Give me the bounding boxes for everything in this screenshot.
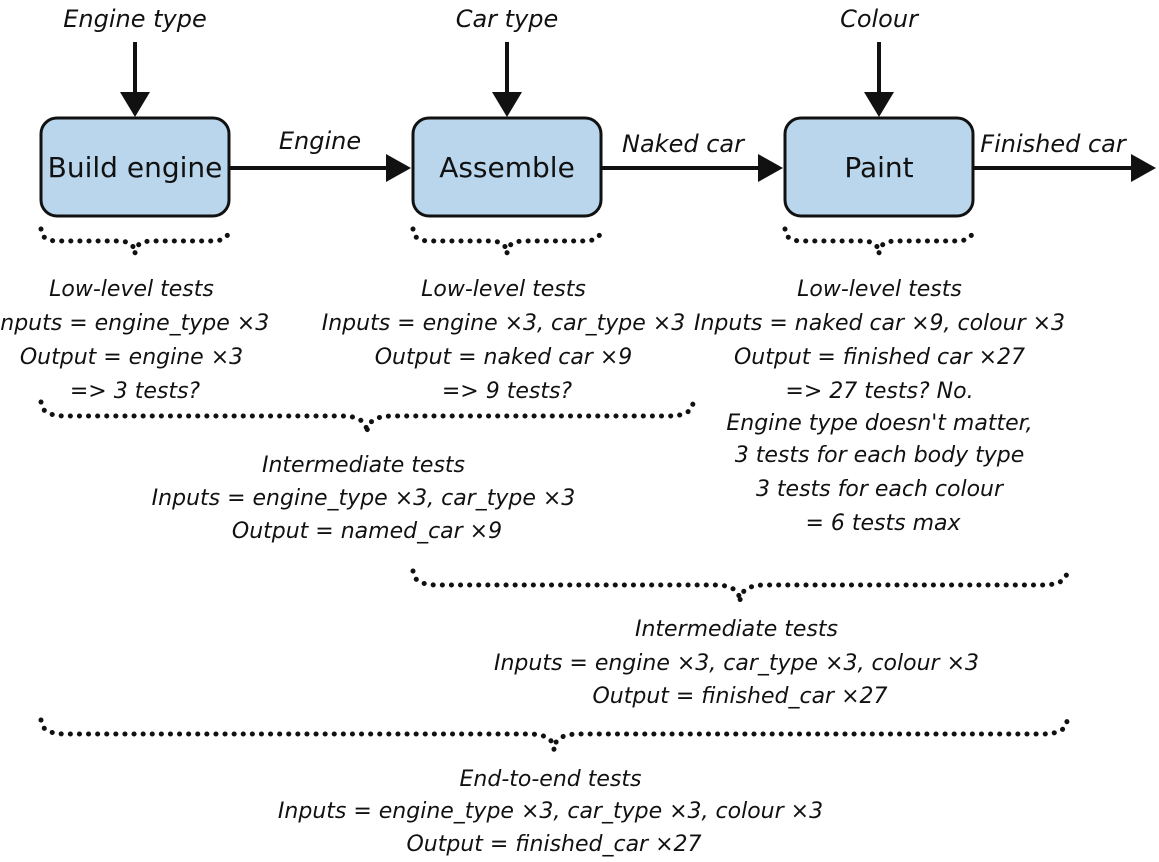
process-label-build-engine: Build engine	[48, 151, 223, 184]
flow-label-finished-car: Finished car	[980, 130, 1128, 158]
brace-intermediate-2	[410, 568, 1070, 603]
brace-low-level-paint	[782, 226, 976, 255]
brace-low-level-build	[38, 226, 232, 255]
low-level-tests-paint: Low-level tests Inputs = naked car ×9, c…	[694, 277, 1072, 536]
input-label-car-type: Car type	[456, 5, 559, 33]
process-label-assemble: Assemble	[439, 151, 575, 184]
flow-label-engine: Engine	[279, 127, 361, 155]
flow-arrow-engine	[229, 154, 411, 182]
process-box-paint: Paint	[783, 116, 975, 218]
intermediate-tests-build-assemble: Intermediate tests Inputs = engine_type …	[152, 453, 583, 544]
low-level-tests-assemble: Low-level tests Inputs = engine ×3, car_…	[322, 277, 692, 404]
flow-arrow-naked-car	[601, 154, 783, 182]
input-label-engine-type: Engine type	[63, 5, 207, 33]
flow-label-naked-car: Naked car	[622, 130, 746, 158]
brace-end-to-end	[38, 717, 1070, 751]
end-to-end-tests: End-to-end tests Inputs = engine_type ×3…	[278, 767, 830, 857]
flow-arrow-finished-car	[973, 154, 1156, 182]
input-label-colour: Colour	[840, 5, 920, 33]
input-arrow-car-type	[492, 42, 522, 117]
input-arrow-engine-type	[120, 42, 150, 117]
process-label-paint: Paint	[844, 151, 913, 184]
intermediate-tests-assemble-paint: Intermediate tests Inputs = engine ×3, c…	[494, 617, 986, 709]
low-level-tests-build-engine: Low-level tests Inputs = engine_type ×3 …	[0, 277, 276, 404]
brace-low-level-assemble	[410, 226, 604, 255]
input-arrow-colour	[864, 42, 894, 117]
process-box-assemble: Assemble	[411, 116, 603, 218]
process-box-build-engine: Build engine	[39, 116, 231, 218]
brace-intermediate-1	[38, 399, 696, 434]
